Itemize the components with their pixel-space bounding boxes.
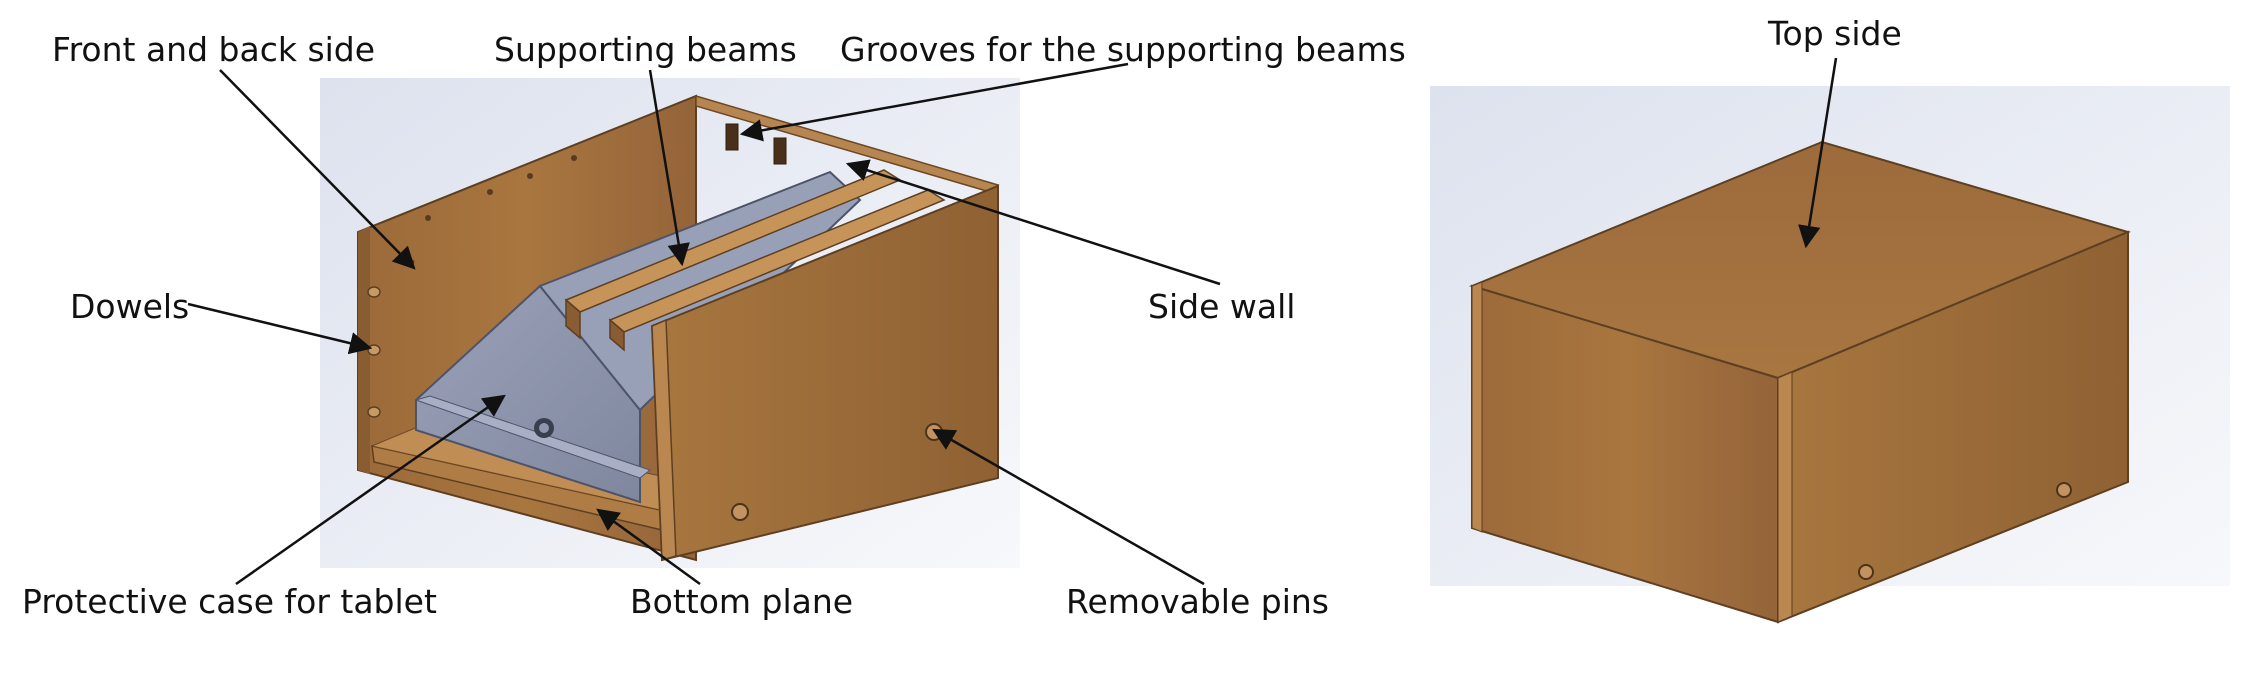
label-front-back-side: Front and back side [52,30,375,69]
label-dowels: Dowels [70,287,189,326]
label-removable-pins: Removable pins [1066,582,1329,621]
label-supporting-beams: Supporting beams [494,30,797,69]
leader-lines [187,57,1838,586]
label-top-side: Top side [1767,14,1902,53]
side-wall-edge [651,318,677,561]
open-box-assembly [320,78,1020,568]
groove [725,123,739,151]
label-protective-case: Protective case for tablet [22,582,437,621]
label-side-wall: Side wall [1148,287,1295,326]
label-bottom-plane: Bottom plane [630,582,853,621]
supporting-beams [564,169,946,352]
removable-pins [1858,482,2072,580]
closed-box-assembly [1430,86,2230,624]
groove [773,137,787,165]
label-grooves: Grooves for the supporting beams [840,30,1406,69]
